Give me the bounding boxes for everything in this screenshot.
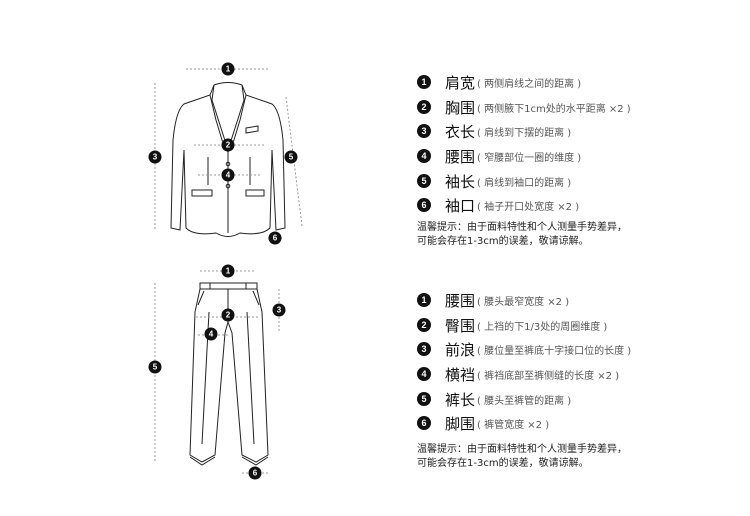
pants-badge-5: 5 [148,360,162,374]
number-badge: 1 [417,293,431,307]
number-badge: 3 [417,342,431,356]
pants-item-rise: 3 前浪( 腰位量至裤底十字接口位的长度 ) [417,339,631,359]
jacket-item-sleeve: 5 袖长( 肩线到袖口的距离 ) [417,171,571,191]
item-title: 衣长 [445,122,476,141]
number-badge: 4 [417,367,431,381]
item-desc: ( 两侧肩线之间的距离 ) [477,78,582,90]
item-desc: ( 腰位量至裤底十字接口位的长度 ) [477,345,632,357]
pants-item-length: 5 裤长( 腰头至裤管的距离 ) [417,389,571,409]
pants-measure-lines [154,270,280,474]
item-desc: ( 两侧腋下1cm处的水平距离 ×2 ) [477,103,631,115]
jacket-badge-5: 5 [284,150,298,164]
jacket-badge-3: 3 [148,150,162,164]
number-badge: 2 [417,318,431,332]
item-desc: ( 窄腰部位一圈的维度 ) [477,152,582,164]
pants-badge-4: 4 [204,327,218,341]
item-title: 裤长 [445,390,476,409]
number-badge: 3 [417,124,431,138]
pants-badge-1: 1 [221,264,235,278]
note-line: 温馨提示：由于面料特性和个人测量手势差异， [417,222,627,233]
item-title: 袖长 [445,172,476,191]
jacket-badge-6: 6 [268,231,282,245]
pants-item-hip: 2 臀围( 上裆的下1/3处的周圈维度 ) [417,315,607,335]
pants-badge-2: 2 [221,308,235,322]
jacket-note: 温馨提示：由于面料特性和个人测量手势差异， 可能会存在1-3cm的误差，敬请谅解。 [417,221,627,249]
item-desc: ( 裤管宽度 ×2 ) [477,419,550,431]
number-badge: 1 [417,75,431,89]
item-desc: ( 裤裆底部至裤侧缝的长度 ×2 ) [477,370,620,382]
item-title: 腰围 [445,147,476,166]
pants-badge-6: 6 [248,466,262,480]
garment-illustrations [154,68,303,474]
jacket-badge-1: 1 [221,62,235,76]
note-line: 可能会存在1-3cm的误差，敬请谅解。 [417,236,589,247]
item-title: 腰围 [445,291,476,310]
number-badge: 6 [417,416,431,430]
jacket-item-waist: 4 腰围( 窄腰部位一圈的维度 ) [417,146,581,166]
item-desc: ( 肩线到袖口的距离 ) [477,177,572,189]
item-desc: ( 腰头至裤管的距离 ) [477,395,572,407]
item-desc: ( 袖子开口处宽度 ×2 ) [477,201,580,213]
pants-item-thigh: 4 横裆( 裤裆底部至裤侧缝的长度 ×2 ) [417,364,619,384]
item-title: 胸围 [445,98,476,117]
item-title: 臀围 [445,316,476,335]
jacket-item-chest: 2 胸围( 两侧腋下1cm处的水平距离 ×2 ) [417,97,631,117]
note-line: 可能会存在1-3cm的误差，敬请谅解。 [417,458,589,469]
item-desc: ( 肩线到下摆的距离 ) [477,127,572,139]
note-line: 温馨提示：由于面料特性和个人测量手势差异， [417,444,627,455]
jacket-badge-2: 2 [221,138,235,152]
item-title: 脚围 [445,414,476,433]
number-badge: 5 [417,392,431,406]
jacket-badge-4: 4 [221,168,235,182]
jacket-item-shoulder: 1 肩宽( 两侧肩线之间的距离 ) [417,72,581,92]
item-title: 横裆 [445,365,476,384]
number-badge: 2 [417,100,431,114]
item-title: 袖口 [445,196,476,215]
jacket-item-cuff: 6 袖口( 袖子开口处宽度 ×2 ) [417,195,579,215]
item-title: 肩宽 [445,73,476,92]
pants-item-waist: 1 腰围( 腰头最窄宽度 ×2 ) [417,290,569,310]
jacket-drawing [170,82,286,237]
item-desc: ( 上裆的下1/3处的周圈维度 ) [477,321,608,333]
pants-note: 温馨提示：由于面料特性和个人测量手势差异， 可能会存在1-3cm的误差，敬请谅解。 [417,443,627,471]
number-badge: 4 [417,149,431,163]
item-title: 前浪 [445,340,476,359]
pants-item-hem: 6 脚围( 裤管宽度 ×2 ) [417,413,549,433]
number-badge: 5 [417,174,431,188]
jacket-item-length: 3 衣长( 肩线到下摆的距离 ) [417,121,571,141]
jacket-diagram: 1 2 3 4 5 6 1 2 3 4 5 6 [148,62,303,480]
number-badge: 6 [417,198,431,212]
pants-badge-3: 3 [272,303,286,317]
item-desc: ( 腰头最窄宽度 ×2 ) [477,296,570,308]
